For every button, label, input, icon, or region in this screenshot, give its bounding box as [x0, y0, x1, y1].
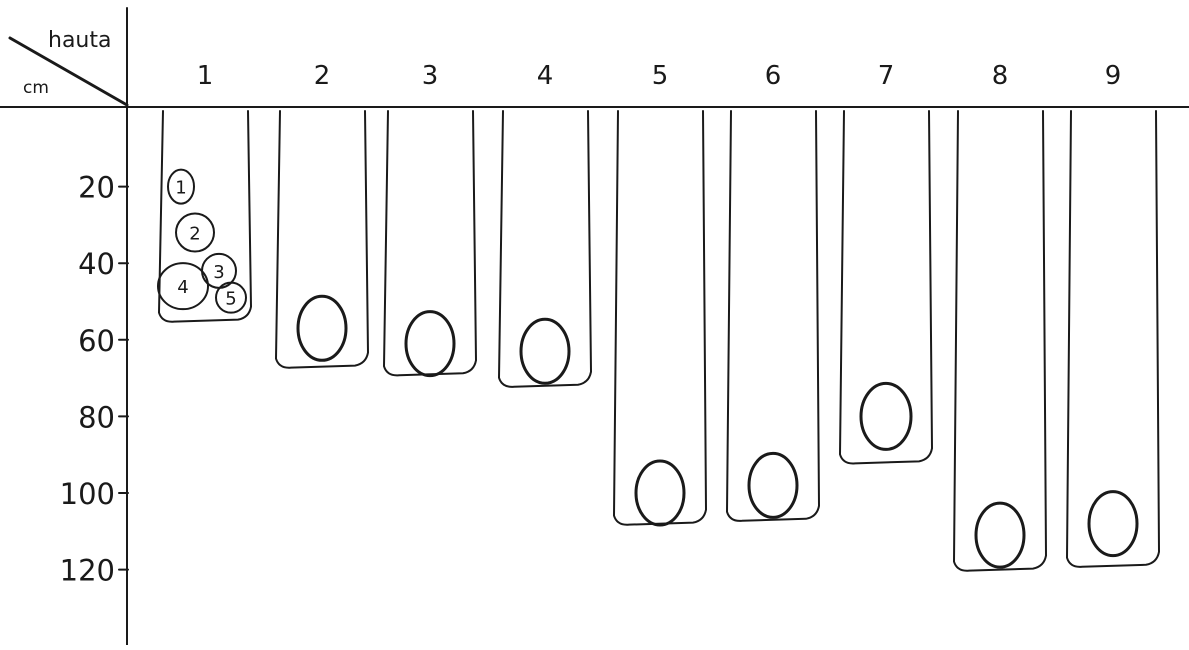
depth-tick-label: 100 [60, 477, 115, 511]
stone [1089, 492, 1137, 556]
stone [521, 319, 569, 383]
stone [749, 453, 797, 517]
pit-number-label: 1 [197, 61, 214, 91]
pit-9: 9 [1067, 61, 1159, 567]
pit-outline [384, 111, 476, 375]
stone-number-label: 1 [175, 178, 186, 199]
stone-number-label: 5 [225, 289, 236, 310]
pit-outline [614, 111, 706, 525]
corner-top-label: hauta [48, 28, 111, 53]
depth-tick-label: 120 [60, 554, 115, 588]
pit-number-label: 7 [878, 61, 895, 91]
stone [406, 312, 454, 376]
pit-outline [499, 111, 591, 387]
pit-7: 7 [840, 61, 932, 463]
stone [298, 296, 346, 360]
stone [861, 383, 911, 449]
corner-bottom-label: cm [23, 78, 49, 98]
stone-number-label: 2 [189, 224, 200, 245]
pit-number-label: 3 [422, 61, 439, 91]
pit-outline [276, 111, 368, 368]
pit-4: 4 [499, 61, 591, 387]
pit-8: 8 [954, 61, 1046, 571]
depth-tick-label: 60 [78, 324, 115, 358]
depth-tick-label: 40 [78, 247, 115, 281]
depth-tick-label: 20 [78, 171, 115, 205]
pit-number-label: 4 [537, 61, 554, 91]
pit-number-label: 5 [652, 61, 669, 91]
pit-number-label: 8 [992, 61, 1009, 91]
pit-outline [840, 111, 932, 463]
pit-5: 5 [614, 61, 706, 525]
pit-6: 6 [727, 61, 819, 521]
pit-number-label: 9 [1105, 61, 1122, 91]
pit-outline [1067, 111, 1159, 567]
stone-number-label: 4 [177, 277, 188, 298]
stone [636, 461, 684, 525]
pit-number-label: 6 [765, 61, 782, 91]
pit-number-label: 2 [314, 61, 331, 91]
depth-ticks: 20 40 60 80 100 120 [60, 171, 128, 588]
stone [976, 503, 1024, 567]
stone-number-label: 3 [213, 262, 224, 283]
pit-3: 3 [384, 61, 476, 376]
depth-tick-label: 80 [78, 400, 115, 434]
pit-outline [727, 111, 819, 521]
